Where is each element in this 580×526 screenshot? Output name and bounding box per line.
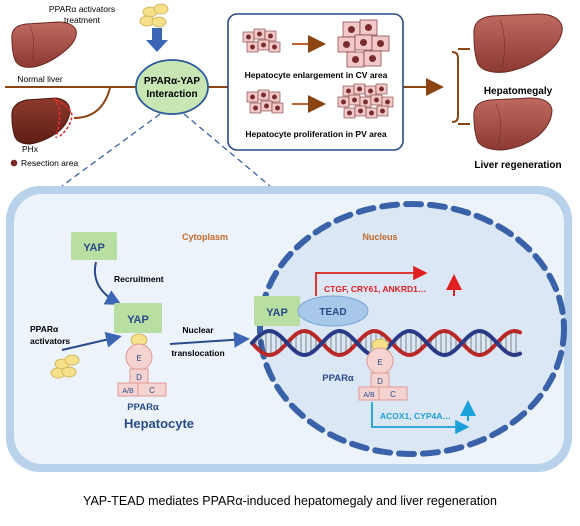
resection-label: Resection area: [21, 158, 78, 168]
nucleus-label: Nucleus: [362, 232, 397, 242]
recruitment-label: Recruitment: [114, 274, 164, 284]
recruitment-arrow: [94, 261, 122, 305]
cytoplasm-label: Cytoplasm: [182, 232, 228, 242]
activators-label-line2: activators: [30, 336, 70, 346]
small-hepatocytes-cv: [242, 28, 281, 53]
ppar-yap-interaction-node: [135, 59, 209, 115]
zoom-line-left: [61, 113, 161, 187]
zoom-line-right: [183, 113, 271, 187]
domain-e-nucleus: E: [377, 358, 382, 367]
yap-free-label: YAP: [83, 242, 105, 254]
liver-regeneration-label: Liver regeneration: [474, 160, 561, 171]
ppar-alpha-nucleus-label: PPARα: [322, 373, 354, 384]
yap-nuclear: [254, 296, 300, 326]
resection-legend-dot: [10, 159, 18, 167]
domain-e-left: E: [136, 354, 141, 363]
hepatomegaly-label: Hepatomegaly: [484, 86, 553, 97]
ppar-target-arrow: [371, 402, 470, 435]
pv-area-label: Hepatocyte proliferation in PV area: [245, 129, 387, 139]
ppar-activator-balls-cell: [50, 354, 80, 379]
nuclear-label-line2: translocation: [171, 348, 224, 358]
nuclear-translocation-arrow: [169, 331, 250, 348]
cv-area-label: Hepatocyte enlargement in CV area: [245, 70, 388, 80]
yap-free: [71, 232, 117, 260]
tead-label: TEAD: [319, 307, 346, 318]
phx-liver-icon: [11, 97, 73, 145]
treatment-label-line2: treatment: [64, 15, 101, 25]
ppar-alpha-left-label: PPARα: [127, 402, 159, 413]
yap-bound: [114, 303, 162, 333]
domain-c-nucleus: C: [390, 390, 396, 399]
nuclear-label-line1: Nuclear: [182, 325, 214, 335]
ppar-alpha-left: [117, 343, 167, 397]
proliferated-hepatocytes-pv: [337, 83, 394, 119]
hepatocyte-label: Hepatocyte: [124, 416, 194, 431]
tead: [297, 295, 369, 327]
domain-d-nucleus: D: [377, 377, 383, 386]
activator-binding-arrow: [61, 331, 122, 351]
phx-connector: [73, 87, 111, 119]
domain-ab-nucleus: A/B: [363, 392, 375, 399]
upregulation-arrow: [315, 265, 428, 296]
normal-liver-label: Normal liver: [17, 74, 63, 84]
phx-label: PHx: [22, 144, 39, 154]
normal-liver-icon: [11, 21, 77, 68]
yap-bound-label: YAP: [127, 314, 149, 326]
small-hepatocytes-pv: [246, 89, 284, 114]
domain-ab-left: A/B: [122, 388, 134, 395]
treatment-down-arrow: [146, 28, 168, 52]
interaction-label-line1: PPARα-YAP: [144, 76, 200, 87]
outcome-bracket: [451, 51, 459, 123]
ppar-activator-balls-top: [139, 3, 169, 28]
regenerated-liver-icon: [473, 97, 553, 151]
ppar-target-genes: ACOX1, CYP4A…: [380, 411, 451, 421]
domain-d-left: D: [136, 373, 142, 382]
yap-nuclear-label: YAP: [266, 307, 288, 319]
upregulated-genes: CTGF, CRY61, ANKRD1…: [324, 284, 426, 294]
figure-caption: YAP-TEAD mediates PPARα-induced hepatome…: [83, 494, 497, 508]
nuclear-membrane: [257, 201, 567, 457]
interaction-label-line2: Interaction: [146, 89, 197, 100]
hepatomegaly-liver-icon: [473, 13, 563, 73]
nucleus: [260, 204, 564, 454]
treatment-label-line1: PPARα activators: [49, 4, 115, 14]
enlarged-hepatocytes-cv: [337, 19, 390, 68]
ppar-alpha-nucleus: [358, 347, 408, 401]
activators-label-line1: PPARα: [30, 324, 59, 334]
domain-c-left: C: [149, 386, 155, 395]
